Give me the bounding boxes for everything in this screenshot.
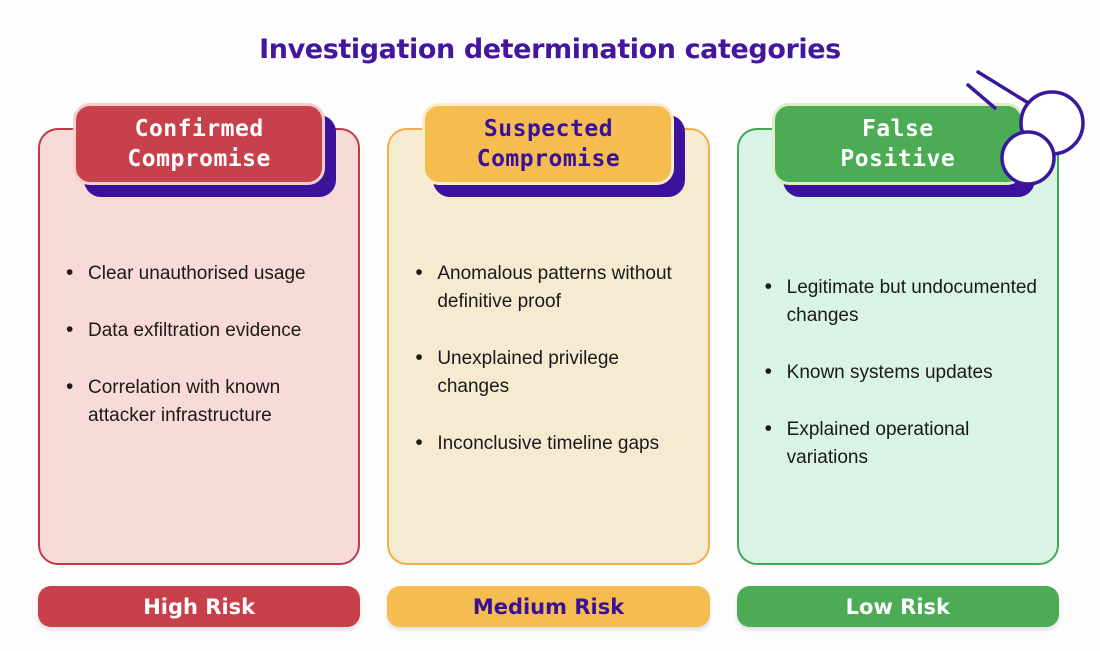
badge-label-line2: Positive xyxy=(840,146,956,172)
false-positive-body: Legitimate but undocumented changes Know… xyxy=(736,128,1059,565)
card-suspected-compromise: Suspected Compromise Anomalous patterns … xyxy=(387,103,710,627)
badge-label-line2: Compromise xyxy=(476,146,621,172)
page-title: Investigation determination categories xyxy=(259,34,841,65)
badge-label-line1: Confirmed xyxy=(134,116,264,142)
bullet-item: Unexplained privilege changes xyxy=(413,344,687,401)
suspected-compromise-body: Anomalous patterns without definitive pr… xyxy=(387,128,710,565)
badge-label-line2: Compromise xyxy=(127,146,271,172)
bullet-list: Clear unauthorised usage Data exfiltrati… xyxy=(64,259,338,430)
risk-pill-medium: Medium Risk xyxy=(387,586,710,627)
badge-label-line1: Suspected xyxy=(483,116,614,142)
bullet-item: Anomalous patterns without definitive pr… xyxy=(413,259,687,316)
bullet-item: Data exfiltration evidence xyxy=(64,316,338,345)
bullet-item: Clear unauthorised usage xyxy=(64,259,338,288)
risk-pill-low: Low Risk xyxy=(736,586,1059,627)
suspected-compromise-badge: Suspected Compromise xyxy=(422,103,675,185)
categories-row: Confirmed Compromise Clear unauthorised … xyxy=(38,103,1059,627)
bullet-item: Inconclusive timeline gaps xyxy=(413,429,687,458)
bullet-item: Legitimate but undocumented changes xyxy=(763,273,1037,330)
card-false-positive: False Positive Legitimate but undocument… xyxy=(736,103,1059,627)
false-positive-badge: False Positive xyxy=(771,103,1024,185)
bullet-list: Legitimate but undocumented changes Know… xyxy=(763,273,1037,472)
risk-pill-high: High Risk xyxy=(38,586,361,627)
badge-label-line1: False xyxy=(861,116,934,142)
bullet-item: Correlation with known attacker infrastr… xyxy=(64,373,338,430)
card-confirmed-compromise: Confirmed Compromise Clear unauthorised … xyxy=(38,103,361,627)
confirmed-compromise-badge: Confirmed Compromise xyxy=(73,103,326,185)
bullet-list: Anomalous patterns without definitive pr… xyxy=(413,259,687,458)
confirmed-compromise-body: Clear unauthorised usage Data exfiltrati… xyxy=(38,128,361,565)
bullet-item: Known systems updates xyxy=(763,358,1037,387)
bullet-item: Explained operational variations xyxy=(763,415,1037,472)
